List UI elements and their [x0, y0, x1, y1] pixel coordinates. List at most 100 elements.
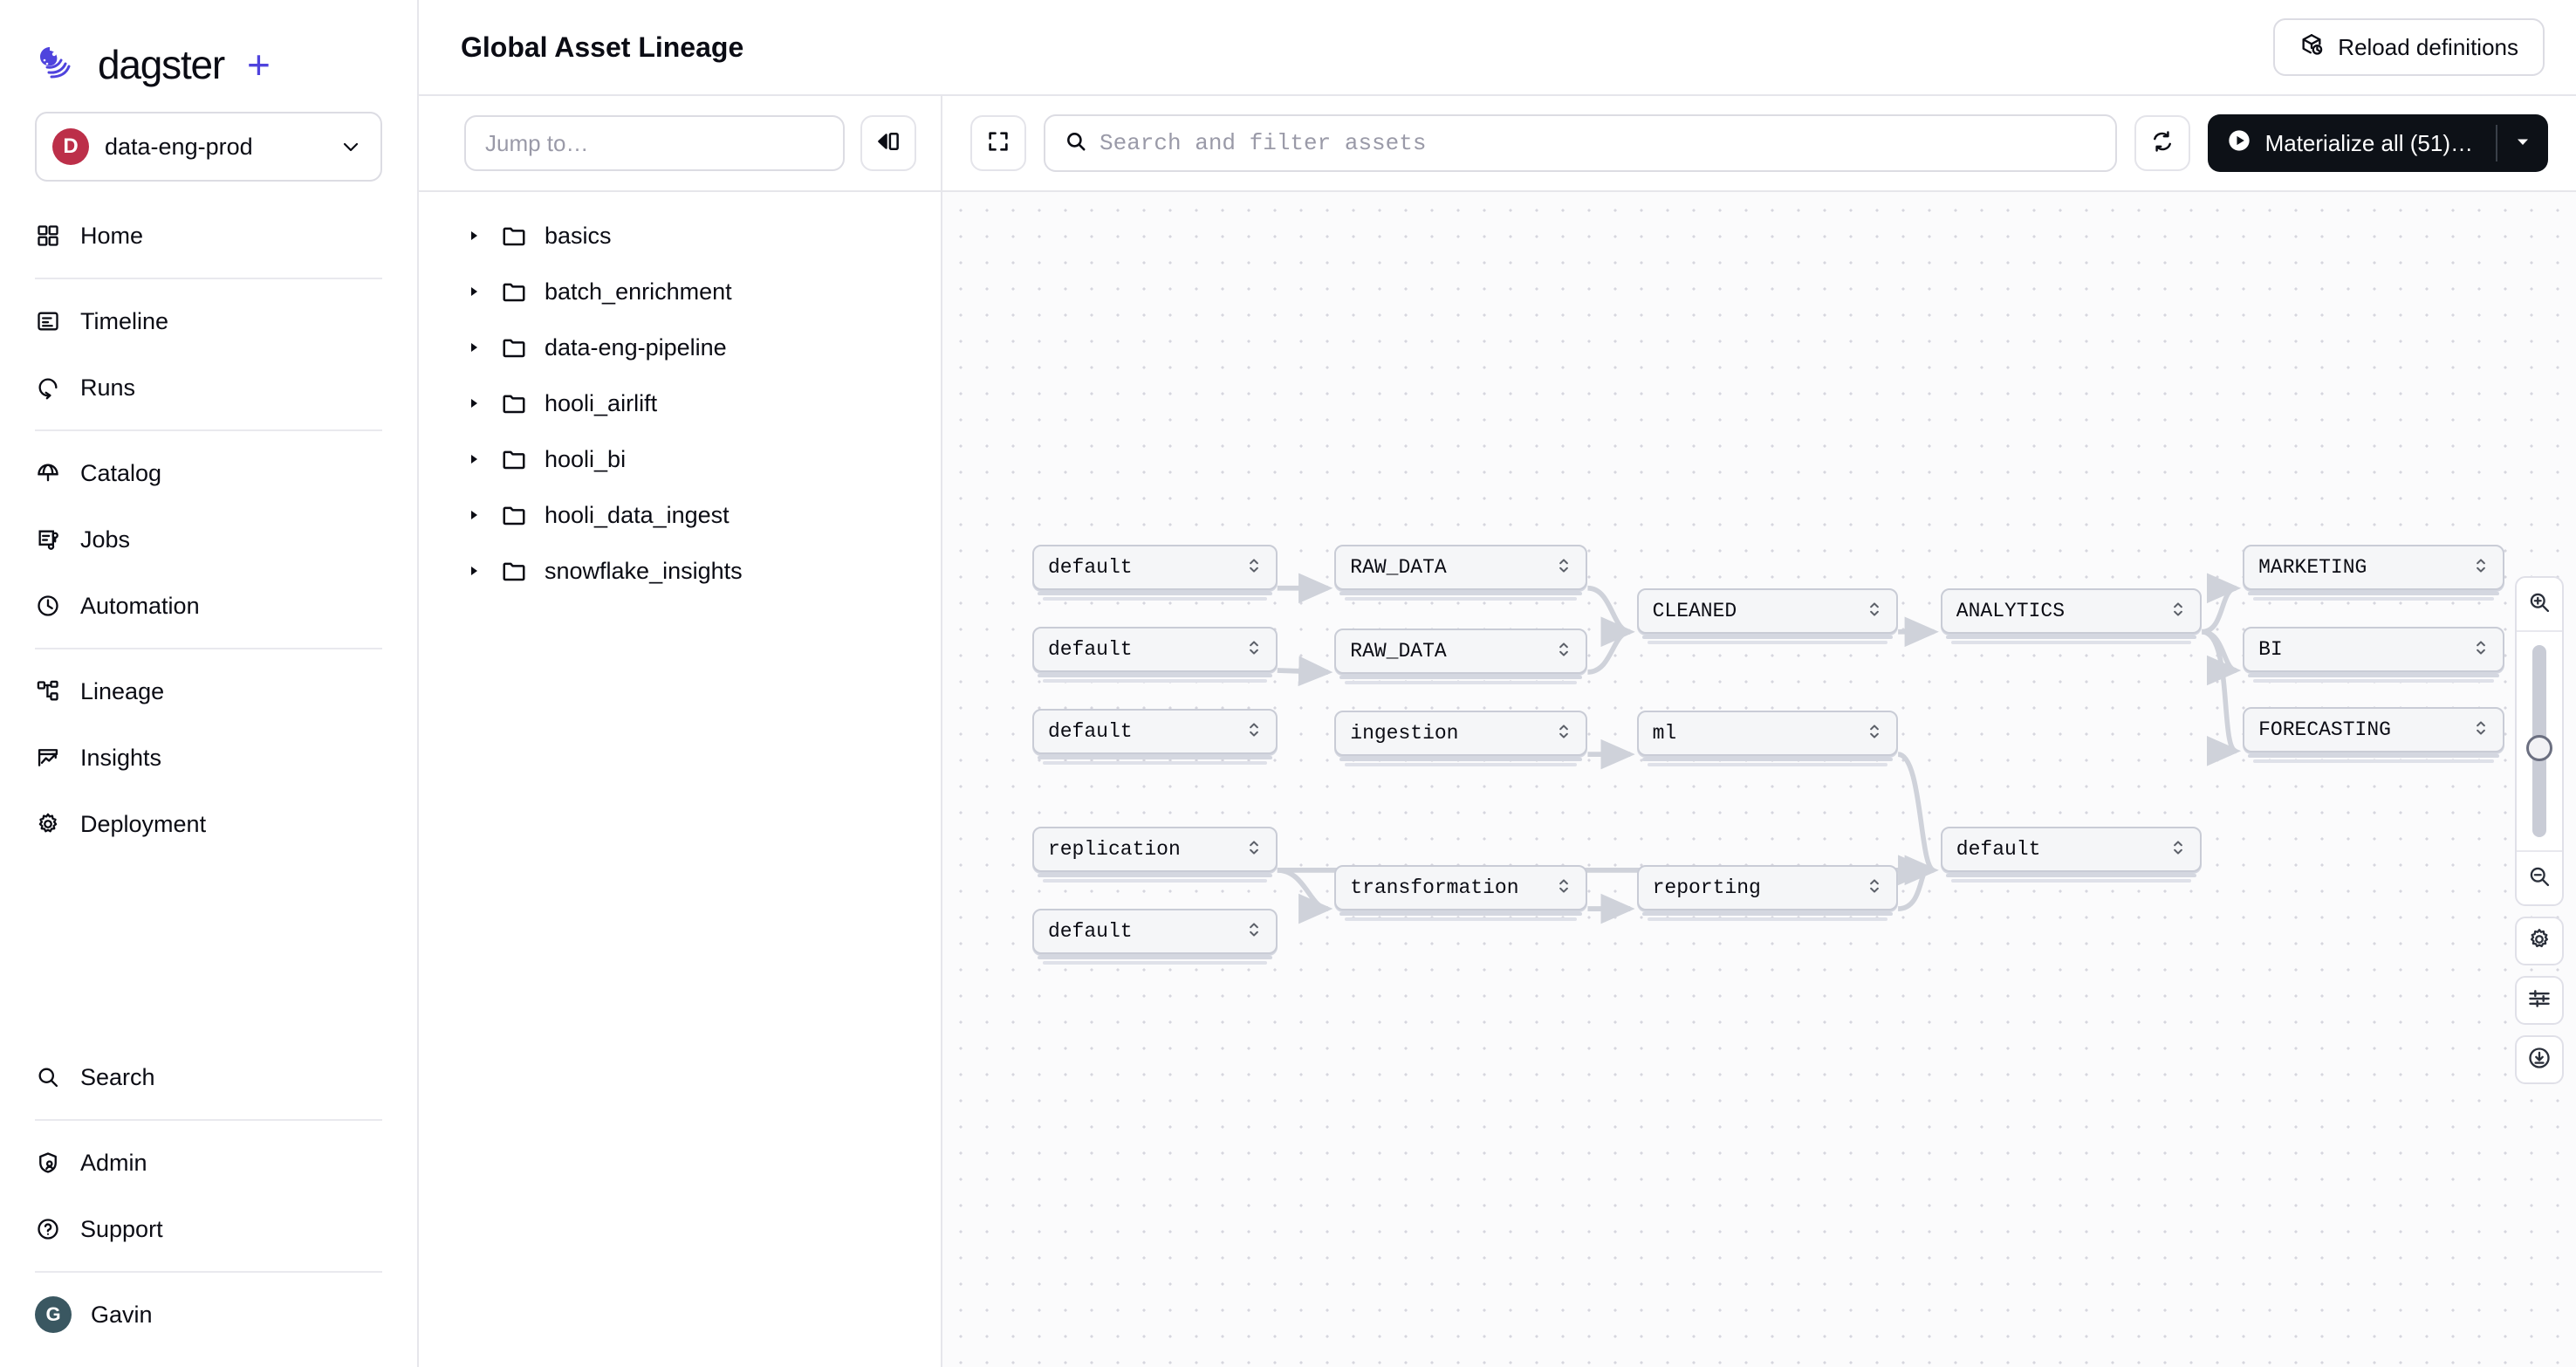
chevron-updown-icon[interactable]	[1868, 722, 1884, 745]
materialize-all-button[interactable]: Materialize all (51)…	[2207, 114, 2548, 172]
asset-group-node[interactable]: CLEANED	[1636, 587, 1899, 634]
graph-settings-button[interactable]	[2515, 917, 2564, 965]
jump-to-input[interactable]	[464, 115, 845, 171]
materialize-all-main[interactable]: Materialize all (51)…	[2208, 114, 2496, 172]
tree-item-hooli_bi[interactable]: hooli_bi	[419, 431, 941, 487]
triangle-right-icon[interactable]	[464, 229, 483, 243]
asset-group-node[interactable]: default	[1031, 709, 1278, 755]
chevron-updown-icon[interactable]	[2172, 838, 2188, 861]
reload-definitions-button[interactable]: Reload definitions	[2273, 18, 2545, 76]
asset-group-node-label: FORECASTING	[2258, 718, 2391, 742]
search-input[interactable]	[1100, 130, 2096, 156]
chevron-updown-icon[interactable]	[1248, 638, 1264, 661]
fullscreen-button[interactable]	[970, 115, 1026, 171]
triangle-right-icon[interactable]	[464, 285, 483, 299]
cube-reload-icon	[2299, 32, 2324, 63]
asset-group-tree: basics batch_enrichment data-eng-pipelin…	[419, 192, 942, 1367]
asset-group-node[interactable]: default	[1940, 826, 2203, 872]
chevron-updown-icon[interactable]	[1558, 722, 1573, 745]
sidebar-item-support[interactable]: Support	[0, 1196, 417, 1262]
sidebar-item-runs[interactable]: Runs	[0, 354, 417, 421]
asset-group-node-label: RAW_DATA	[1350, 555, 1447, 579]
chevron-updown-icon[interactable]	[1558, 876, 1573, 899]
asset-group-node[interactable]: ml	[1636, 711, 1899, 757]
asset-group-node-stack	[1339, 758, 1583, 762]
asset-group-node[interactable]: RAW_DATA	[1334, 628, 1588, 674]
collapse-panel-button[interactable]	[860, 115, 916, 171]
chevron-updown-icon[interactable]	[2475, 556, 2490, 579]
asset-group-node-stack	[1345, 763, 1578, 767]
triangle-right-icon[interactable]	[464, 452, 483, 466]
gear-icon	[2527, 927, 2552, 956]
asset-group-node[interactable]: ingestion	[1334, 711, 1588, 757]
sidebar-item-admin[interactable]: Admin	[0, 1130, 417, 1196]
sidebar-item-insights[interactable]: Insights	[0, 725, 417, 791]
org-selector[interactable]: D data-eng-prod	[35, 112, 382, 182]
tree-item-hooli_data_ingest[interactable]: hooli_data_ingest	[419, 487, 941, 543]
sidebar-item-lineage[interactable]: Lineage	[0, 658, 417, 725]
asset-group-node[interactable]: reporting	[1636, 865, 1899, 911]
asset-group-node[interactable]: RAW_DATA	[1334, 544, 1588, 590]
zoom-slider[interactable]	[2517, 632, 2562, 850]
sidebar-item-catalog[interactable]: Catalog	[0, 440, 417, 506]
brand[interactable]: dagster +	[0, 0, 417, 96]
chevron-updown-icon[interactable]	[1248, 556, 1264, 579]
chevron-updown-icon[interactable]	[1248, 920, 1264, 943]
sidebar-item-jobs[interactable]: Jobs	[0, 506, 417, 573]
main-area: Global Asset Lineage Reload definitions	[419, 0, 2576, 1367]
nav-group-2: Timeline Runs	[0, 288, 417, 421]
chevron-updown-icon[interactable]	[2475, 718, 2490, 741]
asset-group-node-stack	[2253, 679, 2494, 684]
tree-item-hooli_airlift[interactable]: hooli_airlift	[419, 375, 941, 431]
asset-group-node-stack	[1945, 635, 2197, 639]
zoom-in-button[interactable]	[2517, 578, 2562, 630]
sidebar-item-user[interactable]: G Gavin	[0, 1281, 417, 1348]
asset-group-node-stack	[1345, 917, 1578, 922]
folder-icon	[501, 558, 527, 584]
folder-icon	[501, 446, 527, 472]
tree-item-basics[interactable]: basics	[419, 208, 941, 264]
chevron-updown-icon[interactable]	[1558, 556, 1573, 579]
asset-group-node[interactable]: FORECASTING	[2243, 707, 2504, 753]
triangle-right-icon[interactable]	[464, 508, 483, 522]
org-avatar: D	[52, 128, 89, 165]
zoom-slider-thumb[interactable]	[2526, 735, 2552, 761]
chevron-updown-icon[interactable]	[1248, 838, 1264, 861]
asset-search-box[interactable]	[1044, 114, 2117, 172]
fullscreen-icon	[986, 129, 1011, 158]
zoom-out-button[interactable]	[2517, 852, 2562, 904]
sidebar-item-automation[interactable]: Automation	[0, 573, 417, 639]
asset-group-node[interactable]: MARKETING	[2243, 544, 2504, 590]
triangle-right-icon[interactable]	[464, 564, 483, 578]
triangle-right-icon[interactable]	[464, 396, 483, 410]
asset-group-node[interactable]: default	[1031, 627, 1278, 673]
asset-group-node[interactable]: ANALYTICS	[1940, 587, 2203, 634]
tree-item-data-eng-pipeline[interactable]: data-eng-pipeline	[419, 319, 941, 375]
tree-item-snowflake_insights[interactable]: snowflake_insights	[419, 543, 941, 599]
asset-group-node-label: ml	[1652, 722, 1677, 745]
sidebar-item-timeline[interactable]: Timeline	[0, 288, 417, 354]
chevron-updown-icon[interactable]	[2475, 638, 2490, 661]
asset-group-node[interactable]: default	[1031, 909, 1278, 955]
chevron-updown-icon[interactable]	[2172, 600, 2188, 622]
chevron-updown-icon[interactable]	[1868, 600, 1884, 622]
asset-group-node[interactable]: replication	[1031, 826, 1278, 872]
materialize-dropdown-button[interactable]	[2497, 114, 2548, 172]
graph-filters-button[interactable]	[2515, 976, 2564, 1025]
refresh-button[interactable]	[2134, 115, 2190, 171]
sidebar-item-deployment[interactable]: Deployment	[0, 791, 417, 857]
asset-group-node[interactable]: transformation	[1334, 865, 1588, 911]
tree-item-label: batch_enrichment	[545, 278, 732, 305]
chevron-updown-icon[interactable]	[1558, 640, 1573, 663]
play-circle-icon	[2227, 128, 2251, 159]
asset-group-node[interactable]: default	[1031, 544, 1278, 590]
chevron-updown-icon[interactable]	[1248, 720, 1264, 743]
asset-group-node[interactable]: BI	[2243, 627, 2504, 673]
chevron-updown-icon[interactable]	[1868, 876, 1884, 899]
tree-item-batch_enrichment[interactable]: batch_enrichment	[419, 264, 941, 319]
sidebar-item-search[interactable]: Search	[0, 1044, 417, 1110]
sidebar-item-home[interactable]: Home	[0, 203, 417, 269]
triangle-right-icon[interactable]	[464, 340, 483, 354]
download-graph-button[interactable]	[2515, 1035, 2564, 1084]
